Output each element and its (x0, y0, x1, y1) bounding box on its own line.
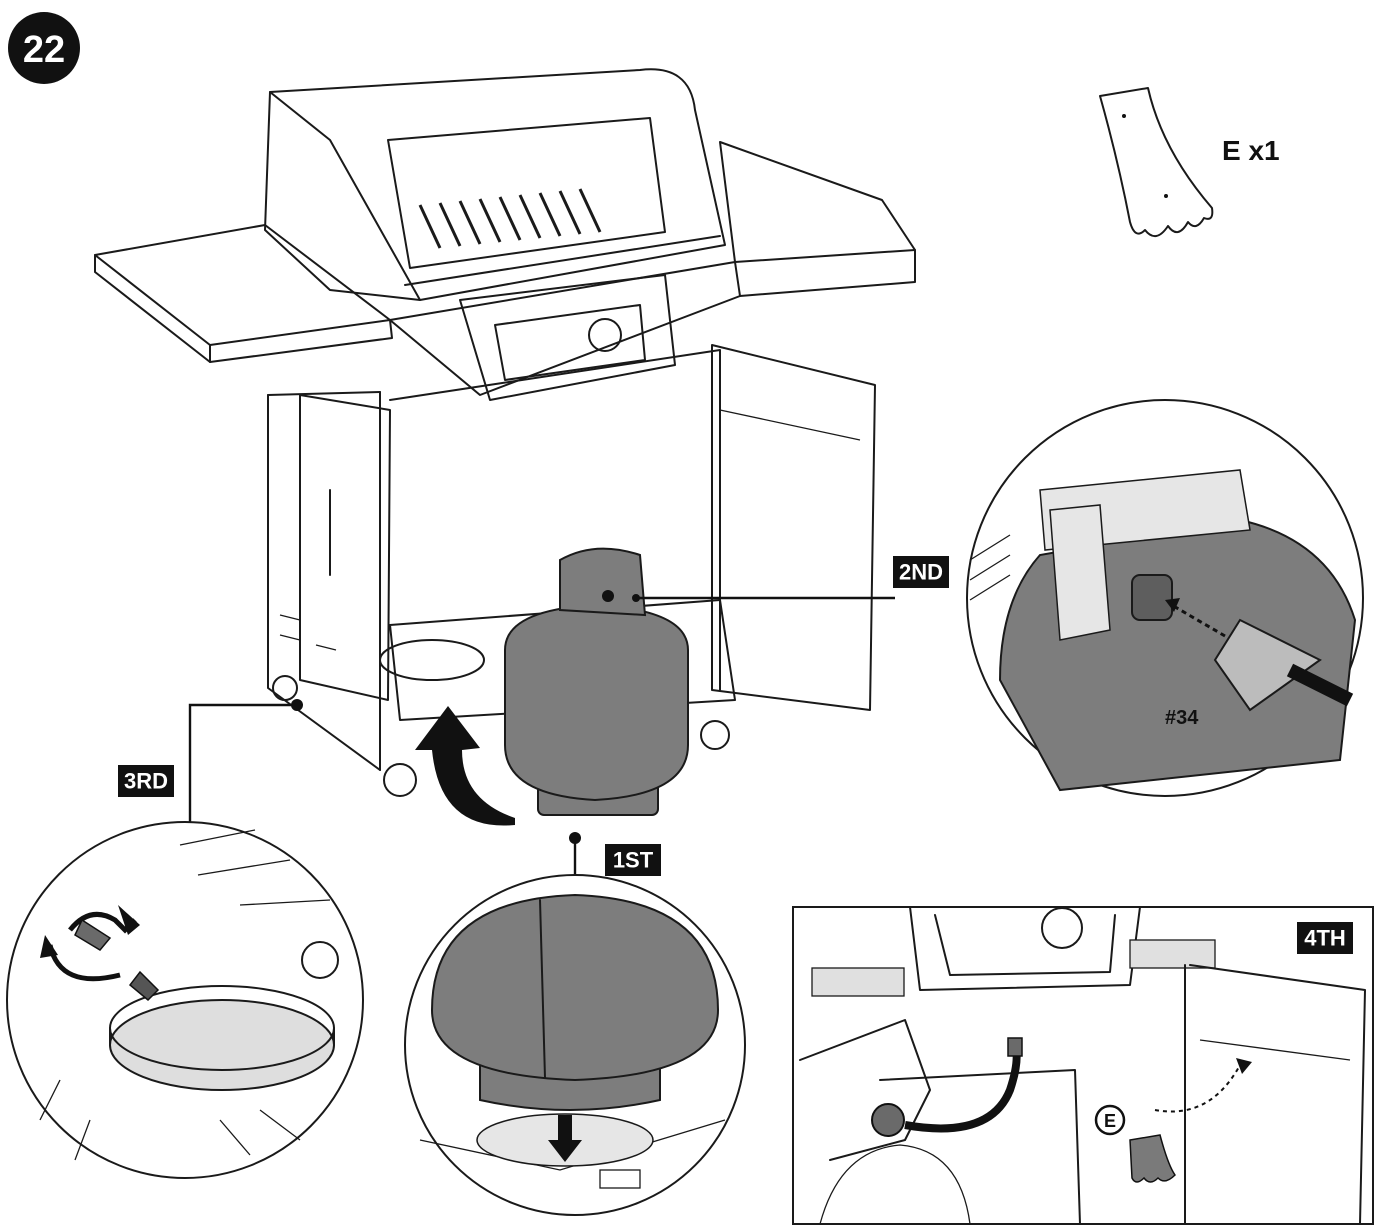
step-number: 22 (23, 29, 65, 71)
part-letter-e: E (1104, 1111, 1116, 1131)
tag-2nd: 2ND (893, 556, 949, 588)
tag-1st-text: 1ST (613, 848, 654, 873)
tag-3rd: 3RD (118, 765, 174, 797)
grill-illustration (94, 68, 916, 797)
part-quantity-label: E x1 (1222, 135, 1280, 166)
insert-arrow (415, 706, 515, 826)
detail-4th-box: E (792, 906, 1374, 1225)
part-e-illustration (1099, 87, 1214, 237)
tag-1st: 1ST (605, 844, 661, 876)
detail-1st-circle (404, 874, 746, 1216)
propane-tank (504, 547, 689, 816)
step-badge: 22 (8, 12, 80, 84)
detail-3rd-circle (6, 821, 364, 1179)
part-ref-34: #34 (1165, 707, 1199, 729)
tag-4th: 4TH (1297, 922, 1353, 954)
tag-4th-text: 4TH (1304, 926, 1346, 951)
tag-2nd-text: 2ND (899, 560, 943, 585)
tag-3rd-text: 3RD (124, 769, 168, 794)
detail-2nd-circle (966, 399, 1364, 797)
